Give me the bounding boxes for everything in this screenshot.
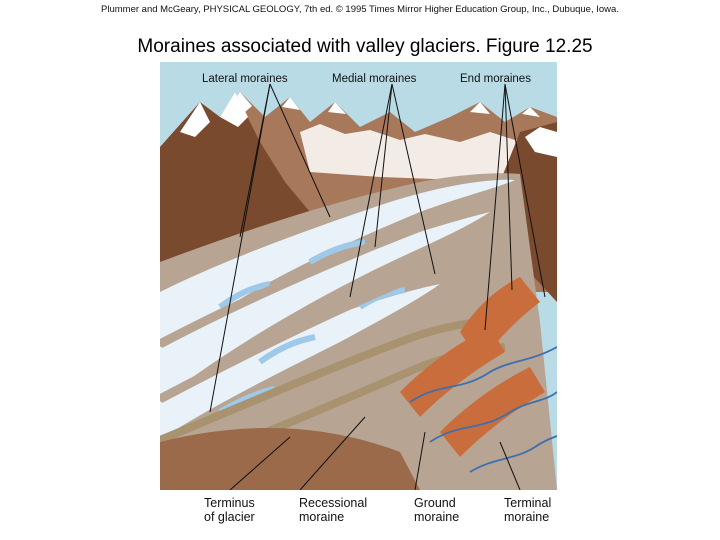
- label-terminus-of-glacier: Terminus of glacier: [204, 496, 255, 524]
- label-ground-line2: moraine: [414, 510, 459, 524]
- label-terminus-line1: Terminus: [204, 496, 255, 510]
- label-recessional-line2: moraine: [299, 510, 367, 524]
- label-terminus-line2: of glacier: [204, 510, 255, 524]
- glacier-moraine-diagram: Lateral moraines Medial moraines End mor…: [160, 62, 557, 490]
- figure-title: Moraines associated with valley glaciers…: [0, 36, 720, 58]
- label-ground-moraine: Ground moraine: [414, 496, 459, 524]
- label-ground-line1: Ground: [414, 496, 459, 510]
- label-medial-moraines: Medial moraines: [332, 72, 416, 86]
- label-end-moraines: End moraines: [460, 72, 531, 86]
- label-recessional-moraine: Recessional moraine: [299, 496, 367, 524]
- label-lateral-moraines: Lateral moraines: [202, 72, 288, 86]
- label-terminal-line1: Terminal: [504, 496, 551, 510]
- label-terminal-moraine: Terminal moraine: [504, 496, 551, 524]
- label-recessional-line1: Recessional: [299, 496, 367, 510]
- diagram-illustration: [160, 62, 557, 490]
- source-credit: Plummer and McGeary, PHYSICAL GEOLOGY, 7…: [0, 4, 720, 15]
- label-terminal-line2: moraine: [504, 510, 551, 524]
